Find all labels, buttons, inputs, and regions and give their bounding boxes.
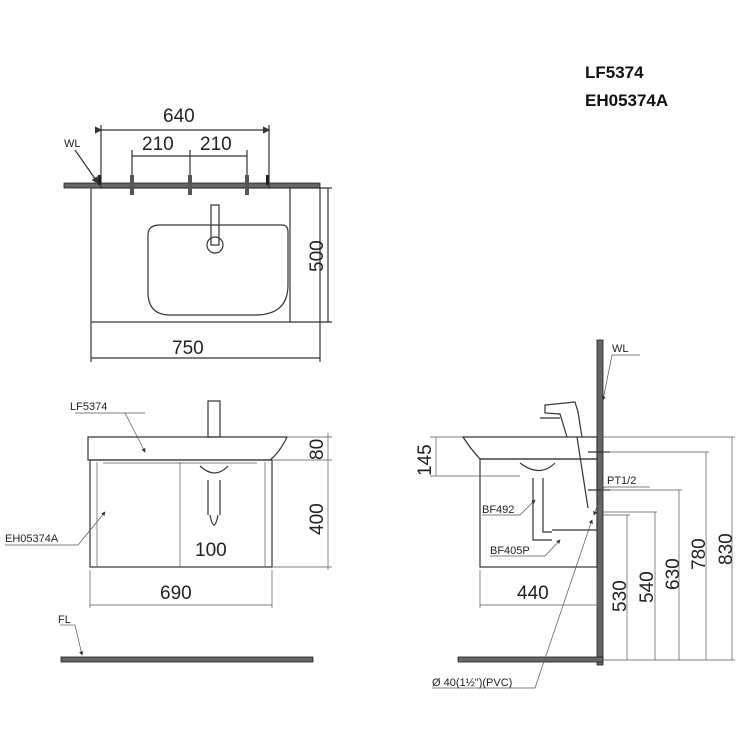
faucet-front xyxy=(207,400,221,438)
dim-750: 750 xyxy=(172,338,204,359)
dim-80: 80 xyxy=(307,439,328,460)
basin-label: LF5374 xyxy=(70,401,107,413)
waste-label: BF405P xyxy=(490,545,530,557)
basin-side xyxy=(461,436,598,460)
basin-outline-top xyxy=(90,187,291,323)
title-cabinet-model: EH05374A xyxy=(585,91,668,110)
floor-label: FL xyxy=(58,614,71,626)
wall-side xyxy=(596,339,604,666)
drain-trap-front xyxy=(199,465,229,526)
basin-front xyxy=(87,436,288,461)
wl-label-top: WL xyxy=(64,138,81,150)
basin-bowl xyxy=(147,224,289,316)
dim-400: 400 xyxy=(307,503,328,535)
faucet-side xyxy=(540,401,583,438)
dim-640: 640 xyxy=(163,106,195,127)
dim-530: 530 xyxy=(610,580,631,612)
dim-690: 690 xyxy=(160,583,192,604)
faucet-spout xyxy=(210,204,220,246)
trap-side xyxy=(519,436,597,541)
front-view: LF5374 EH05374A 80 400 100 690 FL xyxy=(5,400,332,663)
dim-210-right: 210 xyxy=(200,134,232,155)
floor-line-front xyxy=(60,656,314,663)
top-view: WL 640 210 210 500 750 xyxy=(63,106,332,362)
dim-780: 780 xyxy=(689,538,710,570)
cabinet-front xyxy=(89,459,273,568)
title-basin-model: LF5374 xyxy=(585,63,644,82)
dim-210-left: 210 xyxy=(142,134,174,155)
dim-440: 440 xyxy=(517,583,549,604)
wl-label-side: WL xyxy=(612,343,629,355)
dim-630: 630 xyxy=(663,558,684,590)
dim-100: 100 xyxy=(195,540,227,561)
side-view: WL 145 BF492 BF405P PT1/2 440 530 540 63… xyxy=(415,339,737,689)
dim-830: 830 xyxy=(716,533,737,565)
dim-500: 500 xyxy=(307,240,328,272)
dim-145: 145 xyxy=(415,444,436,476)
trap-label: BF492 xyxy=(482,504,514,516)
faucet-base xyxy=(206,236,224,254)
cabinet-label: EH05374A xyxy=(5,533,59,545)
floor-line-side xyxy=(457,656,604,663)
dim-540: 540 xyxy=(637,571,658,603)
pipe-label: Ø 40(1½")(PVC) xyxy=(432,677,512,689)
supply-label: PT1/2 xyxy=(607,475,636,487)
